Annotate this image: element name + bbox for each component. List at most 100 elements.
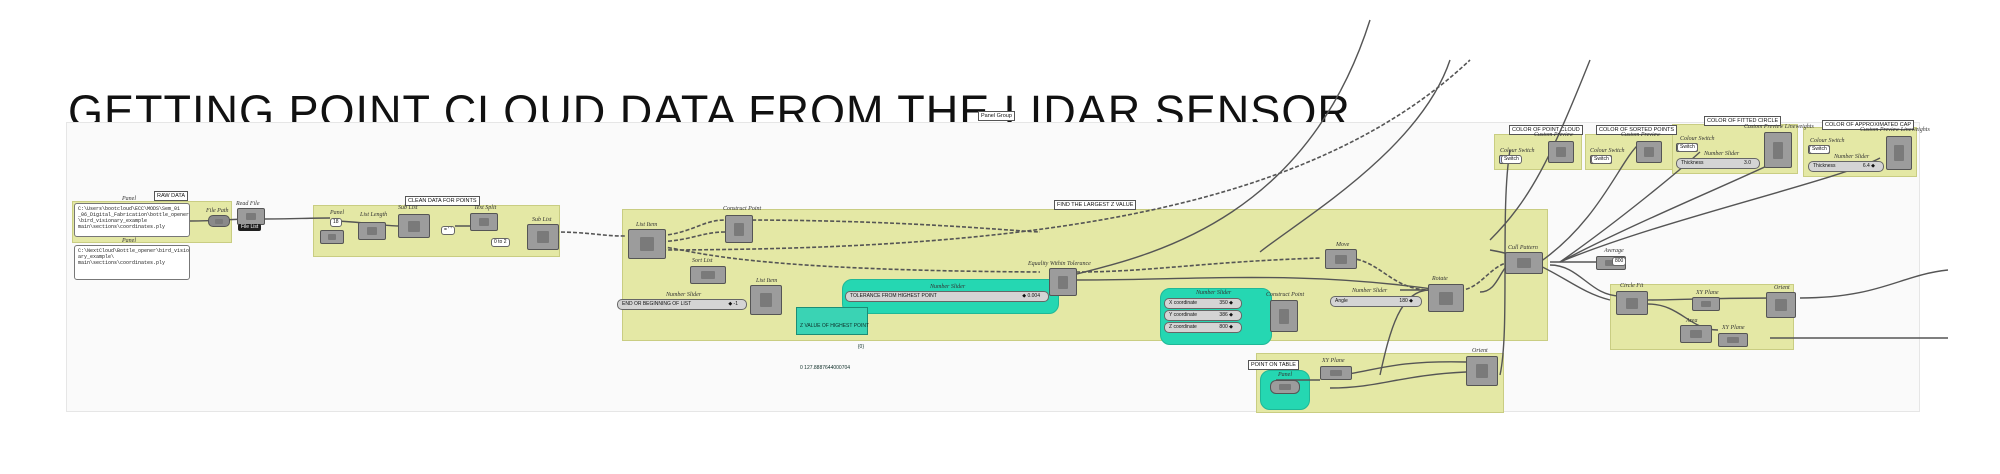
tolerance-slider[interactable]: TOLERANCE FROM HIGHEST POINT ◆ 0.004 (845, 291, 1049, 302)
group-tag-clean-data: CLEAN DATA FOR POINTS (405, 196, 480, 206)
orient-label-1: Orient (1472, 348, 1488, 354)
z-coordinate-name: Z coordinate (1169, 324, 1197, 330)
sub-list-label: Sub List (532, 217, 552, 223)
number-slider-label-2: Number Slider (930, 284, 966, 290)
custom-preview-label-1: Custom Preview (1534, 132, 1574, 138)
end-begin-slider[interactable]: END OR BEGINNING OF LIST ◆ -1 (617, 299, 747, 310)
list-item-label-1: List Item (636, 222, 658, 228)
orient-component-1[interactable] (1466, 356, 1498, 386)
highest-point-title: Z VALUE OF HIGHEST POINT (800, 323, 869, 329)
highest-point-index: {0} (857, 344, 864, 350)
x-coordinate-slider[interactable]: X coordinate 350 ◆ (1164, 298, 1242, 309)
switch-value-1[interactable]: Switch (1501, 155, 1522, 164)
custom-preview-component-4[interactable] (1886, 136, 1912, 170)
group-tag-color-approx: COLOR OF APPROXIMATED CAP (1822, 120, 1915, 130)
list-length-label: List Length (360, 212, 388, 218)
group-tag-color-point-cloud: COLOR OF POINT CLOUD (1509, 125, 1583, 135)
end-begin-slider-name: END OR BEGINNING OF LIST (622, 301, 692, 307)
xy-plane-component-2[interactable] (1692, 297, 1720, 311)
colour-switch-label-3: Colour Switch (1680, 136, 1715, 142)
custom-preview-component-1[interactable] (1548, 141, 1574, 163)
z-coordinate-slider[interactable]: Z coordinate 800 ◆ (1164, 322, 1242, 333)
list-item-component-1[interactable] (628, 229, 666, 259)
thickness-slider-2-value: 6.4 ◆ (1862, 163, 1875, 169)
read-file-label: Read File (236, 201, 260, 207)
switch-value-3[interactable]: Switch (1677, 143, 1698, 152)
equality-component[interactable] (1049, 268, 1077, 296)
highest-point-value: 0 127.8887644000704 (800, 365, 851, 371)
file-path-component[interactable] (208, 215, 230, 227)
sublist-value[interactable]: 0 to 2 (491, 238, 510, 247)
list-item-component-2[interactable] (750, 285, 782, 315)
sort-list-label: Sort List (692, 258, 713, 264)
group-tag-color-fitted: COLOR OF FITTED CIRCLE (1704, 116, 1782, 126)
thickness-slider-2[interactable]: Thickness 6.4 ◆ (1808, 161, 1884, 172)
construct-point-label-2: Construct Point (1266, 292, 1305, 298)
panel-label-3: Panel (330, 210, 344, 216)
group-tag-color-sorted: COLOR OF SORTED POINTS (1596, 125, 1678, 135)
end-begin-slider-value: ◆ -1 (728, 301, 738, 307)
group-tag-raw-data: RAW DATA (154, 191, 189, 201)
y-coordinate-slider[interactable]: Y coordinate 386 ◆ (1164, 310, 1242, 321)
file-path-panel-1[interactable]: C:\Users\bootcloud\ECC\MODS\Sem_01 _06_D… (74, 203, 190, 237)
angle-slider-name: Angle (1335, 298, 1348, 304)
text-split-component[interactable] (470, 213, 498, 231)
custom-preview-lw-label-1: Custom Preview Lineweights (1744, 124, 1814, 130)
switch-value-2[interactable]: Switch (1591, 155, 1612, 164)
construct-point-component-2[interactable] (1270, 300, 1298, 332)
y-coordinate-value: 386 ◆ (1219, 312, 1233, 318)
thickness-slider-1-name: Thickness (1681, 160, 1704, 166)
xy-plane-component-1[interactable] (1320, 366, 1352, 380)
number-slider-label-4: Number Slider (1352, 288, 1388, 294)
tolerance-slider-value: ◆ 0.004 (1022, 293, 1040, 299)
average-label: Average (1604, 248, 1624, 254)
custom-preview-component-3[interactable] (1764, 132, 1792, 168)
xy-plane-label-1: XY Plane (1322, 358, 1345, 364)
x-coordinate-name: X coordinate (1169, 300, 1198, 306)
average-value: 800 (1612, 257, 1627, 266)
move-component[interactable] (1325, 249, 1357, 269)
group-tag-find-largest: FIND THE LARGEST Z VALUE (1054, 200, 1137, 210)
angle-slider-value: 180 ◆ (1399, 298, 1413, 304)
colour-switch-label-1: Colour Switch (1500, 148, 1535, 154)
rotate-component[interactable] (1428, 284, 1464, 312)
thickness-slider-1[interactable]: Thickness 3.0 (1676, 158, 1760, 169)
switch-value-4[interactable]: Switch (1809, 145, 1830, 154)
move-label: Move (1336, 242, 1350, 248)
panel-label-1: Panel (122, 196, 136, 202)
equality-label: Equality Within Tolerance (1028, 261, 1091, 267)
point-on-table-component[interactable] (1270, 380, 1300, 394)
list-length-component[interactable] (358, 222, 386, 240)
colour-switch-label-2: Colour Switch (1590, 148, 1625, 154)
orient-component-2[interactable] (1766, 292, 1796, 318)
file-path-panel-2[interactable]: C:\NextCloud\Bottle_opener\bird_vision a… (74, 245, 190, 280)
tolerance-slider-name: TOLERANCE FROM HIGHEST POINT (850, 293, 937, 299)
read-file-component[interactable] (237, 208, 265, 225)
angle-slider[interactable]: Angle 180 ◆ (1330, 296, 1422, 307)
cull-component[interactable] (398, 214, 430, 238)
construct-point-label-1: Construct Point (723, 206, 762, 212)
list-item-small-component[interactable] (320, 230, 344, 244)
sub-list-component[interactable] (527, 224, 559, 250)
length-value[interactable]: 18 (330, 218, 342, 227)
file-list-readout: File List (238, 224, 262, 231)
custom-preview-component-2[interactable] (1636, 141, 1662, 163)
colour-switch-label-4: Colour Switch (1810, 138, 1845, 144)
file-path-label: File Path (206, 208, 229, 214)
construct-point-component-1[interactable] (725, 215, 753, 243)
cull-pattern-label: Cull Pattern (1508, 245, 1538, 251)
group-clean-data[interactable] (313, 205, 560, 257)
thickness-slider-1-value: 3.0 (1744, 160, 1751, 166)
sort-list-component[interactable] (690, 266, 726, 284)
xy-plane-component-3[interactable] (1718, 333, 1748, 347)
highest-point-panel[interactable]: Z VALUE OF HIGHEST POINT {0} 0 127.88876… (796, 307, 869, 371)
rotate-label: Rotate (1432, 276, 1448, 282)
circle-fit-component[interactable] (1616, 291, 1648, 315)
number-slider-label-1: Number Slider (666, 292, 702, 298)
sub-list-label-a: Sub List (398, 205, 418, 211)
split-value[interactable]: = ' ' (441, 226, 455, 235)
area-component[interactable] (1680, 325, 1712, 343)
group-find-largest[interactable] (622, 209, 1548, 341)
cull-pattern-component[interactable] (1505, 252, 1543, 274)
